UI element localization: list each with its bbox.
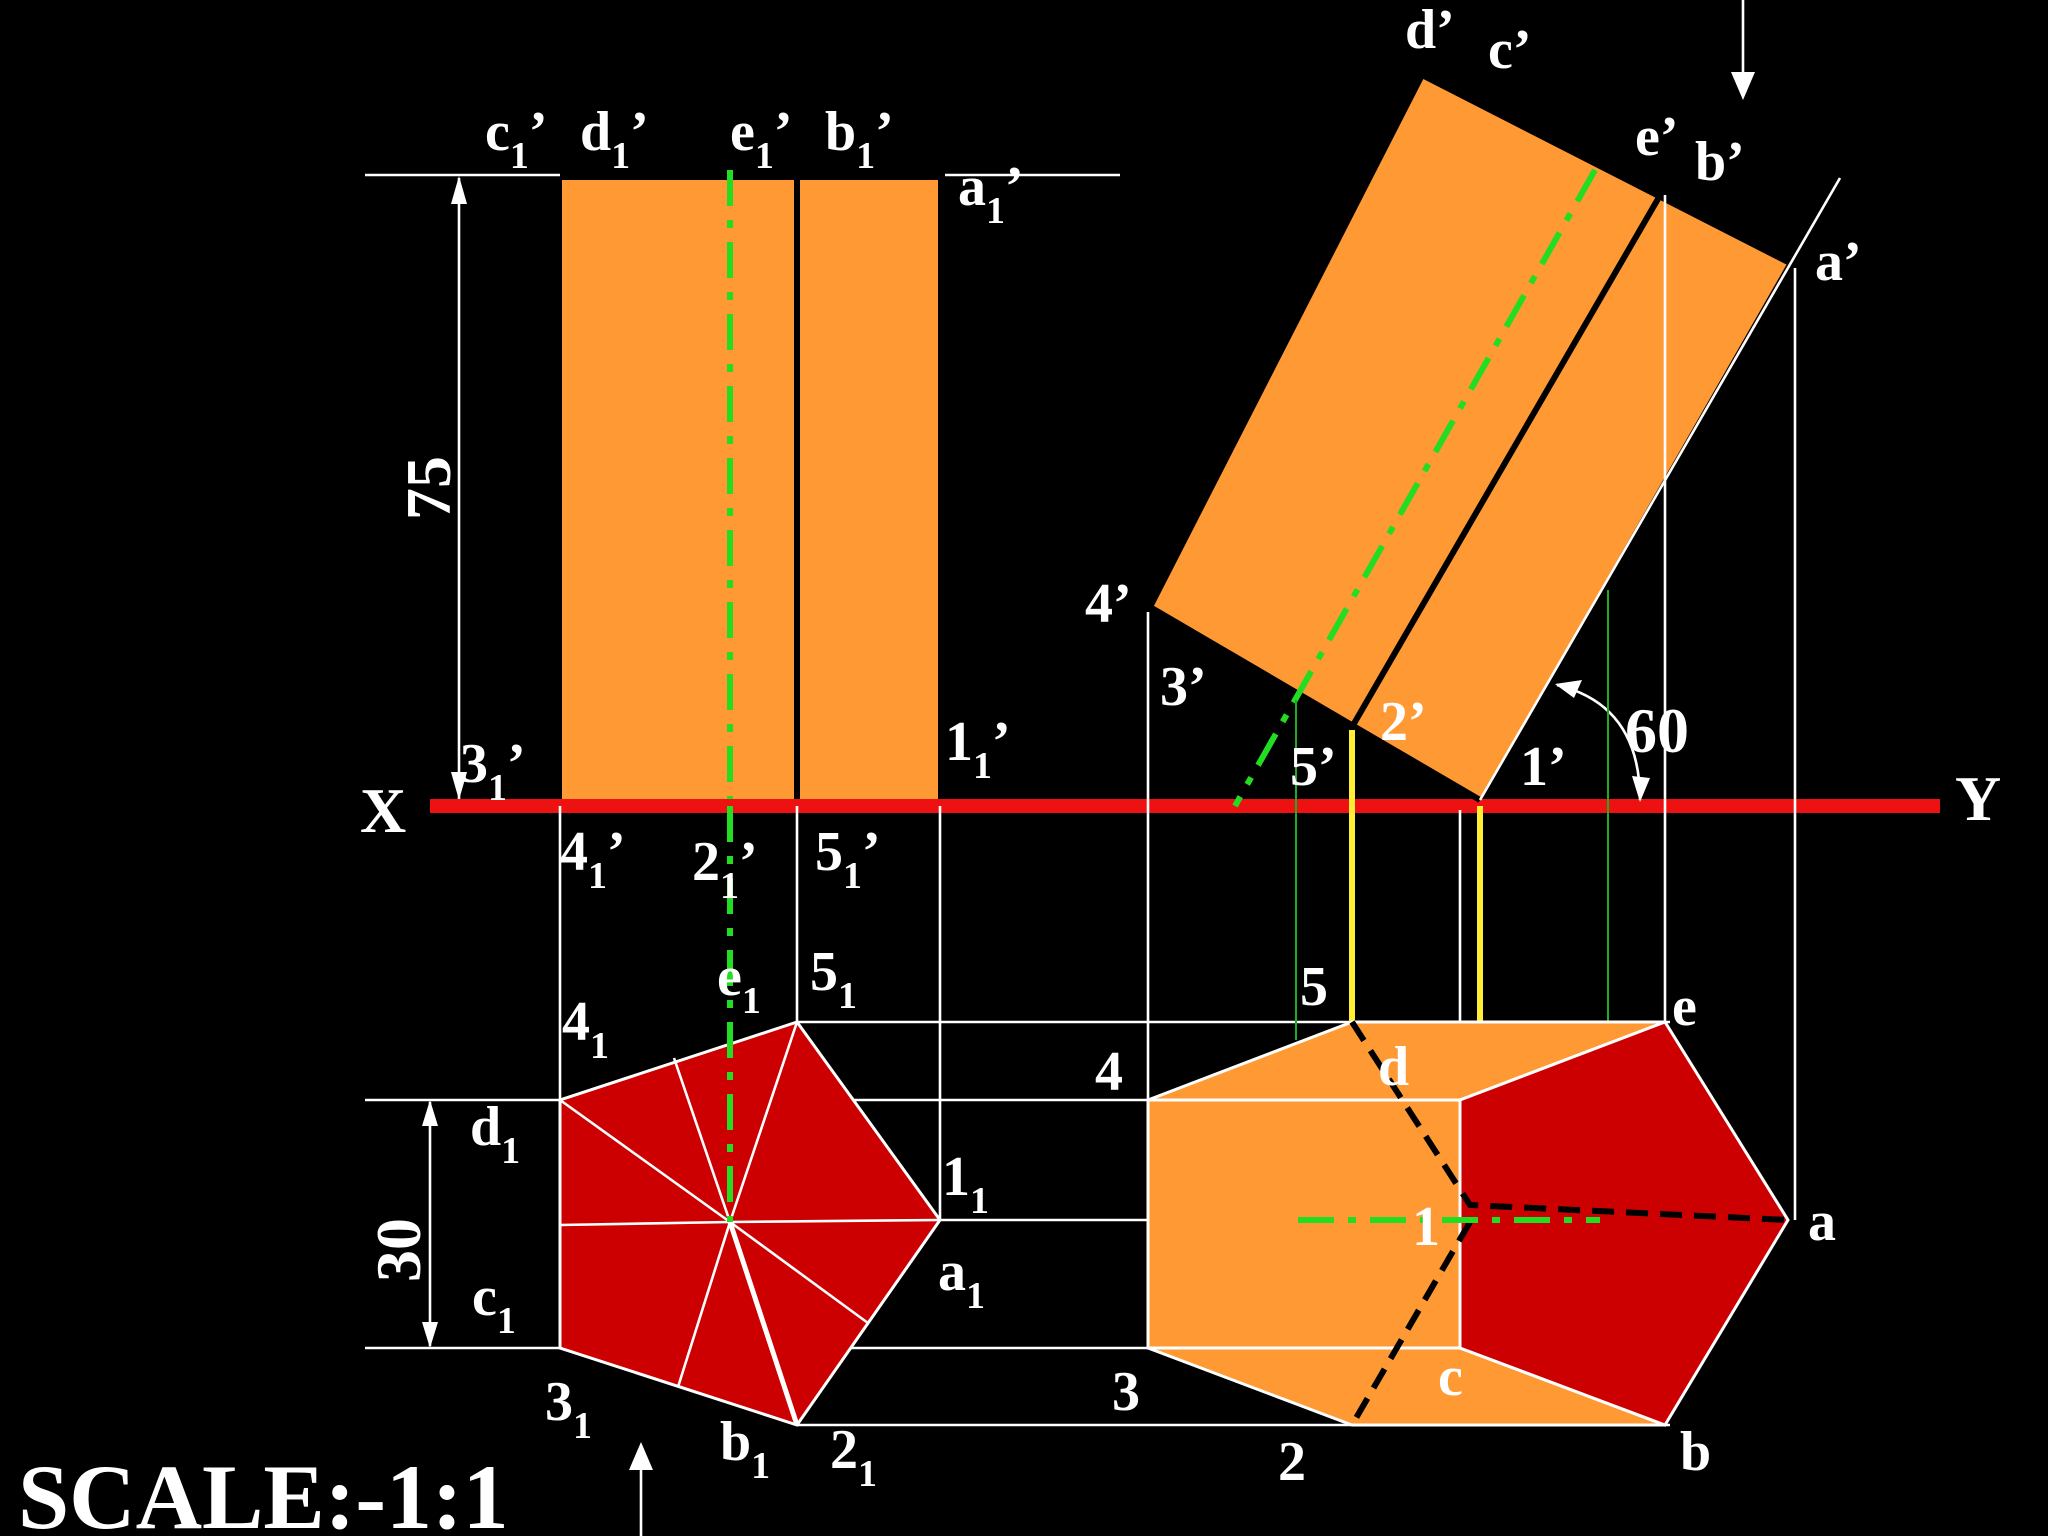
pentagon-divisions — [559, 1021, 941, 1388]
label-2-1: 21 — [830, 1419, 877, 1495]
label-5-prime: 5’ — [1290, 736, 1337, 798]
label-3-1-prime: 31’ — [460, 733, 526, 809]
tilted-extension-line — [1478, 177, 1842, 801]
label-3-prime: 3’ — [1160, 656, 1207, 718]
pentagon-edge-2 — [727, 1221, 800, 1426]
labels-front-view-2: d’ c’ e’ b’ a’ 4’ 3’ 2’ 5’ 1’ 60 — [1085, 0, 1862, 798]
label-a: a — [1808, 1191, 1836, 1253]
label-4-prime: 4’ — [1085, 573, 1132, 635]
label-5-1-prime: 51’ — [815, 821, 881, 897]
label-a-prime: a’ — [1815, 231, 1862, 293]
label-4-1: 41 — [562, 991, 609, 1067]
label-e1: e1 — [717, 946, 761, 1022]
label-e: e — [1672, 976, 1697, 1038]
labels-top-view-2: 5 e 4 d 1 a 3 c 2 b — [1095, 956, 1836, 1493]
label-d1-prime: d1’ — [580, 101, 649, 177]
label-1-1: 11 — [942, 1146, 989, 1222]
top-pentagon-end — [1458, 1020, 1790, 1427]
label-a1-prime: a1’ — [958, 156, 1024, 232]
label-2-prime: 2’ — [1380, 691, 1427, 753]
view-direction-arrow-up-icon — [629, 1442, 653, 1470]
front-view-upright: 75 — [365, 170, 1120, 805]
hidden-edge-upper — [1349, 1020, 1789, 1223]
label-b1-prime: b1’ — [825, 101, 894, 177]
angle-dimension-label: 60 — [1625, 695, 1689, 766]
hidden-edge-lower — [1349, 1220, 1473, 1427]
label-d: d — [1378, 1036, 1409, 1098]
label-b-prime: b’ — [1695, 131, 1745, 193]
angle-arrow-icon — [1632, 776, 1650, 802]
angle-arrow-icon — [1555, 680, 1582, 698]
labels-front-view-1: c1’ d1’ e1’ b1’ a1’ 31’ 11’ 41’ 21’ 51’ — [460, 101, 1024, 907]
dimension-arrow-up-icon — [451, 176, 467, 204]
label-c-prime: c’ — [1488, 19, 1532, 81]
top-view-tilted — [1146, 195, 1797, 1427]
tilted-top-edge — [1420, 72, 1790, 265]
axis-y-label: Y — [1955, 763, 2001, 834]
label-2-1-prime: 21’ — [692, 831, 758, 907]
dimension-arrow-up-icon — [422, 1100, 438, 1126]
dimension-arrow-down-icon — [451, 772, 467, 800]
label-a1: a1 — [938, 1241, 985, 1317]
front-face-right — [800, 180, 938, 800]
tilted-edge-d — [1147, 73, 1425, 609]
label-d1: d1 — [470, 1096, 520, 1172]
top-view-pentagon: 30 — [363, 806, 1670, 1427]
label-5: 5 — [1300, 956, 1328, 1018]
label-3: 3 — [1112, 1361, 1140, 1423]
dimension-arrow-down-icon — [422, 1322, 438, 1348]
tilted-edge-e — [1349, 190, 1665, 729]
label-1: 1 — [1412, 1196, 1440, 1258]
label-4: 4 — [1095, 1041, 1123, 1103]
label-c1: c1 — [472, 1266, 516, 1342]
label-c1-prime: c1’ — [485, 101, 548, 177]
label-b: b — [1680, 1421, 1711, 1483]
label-d-prime: d’ — [1405, 0, 1455, 61]
label-5-1: 51 — [810, 941, 857, 1017]
width-dimension-label: 30 — [363, 1218, 434, 1282]
label-3-1: 31 — [545, 1371, 592, 1447]
front-view-tilted — [1147, 0, 1842, 808]
label-e-prime: e’ — [1635, 106, 1679, 168]
label-1-1-prime: 11’ — [945, 711, 1011, 787]
tilted-prism — [1150, 75, 1788, 800]
label-e1-prime: e1’ — [730, 101, 793, 177]
label-b1: b1 — [720, 1411, 770, 1487]
height-dimension-label: 75 — [393, 456, 464, 520]
label-2: 2 — [1278, 1431, 1306, 1493]
tilted-bottom-edge — [1148, 604, 1482, 803]
scale-label: SCALE:-1:1 — [18, 1446, 509, 1536]
front-face-left — [562, 180, 794, 800]
view-direction-arrow-icon — [1731, 72, 1755, 100]
labels-top-view-1: e1 51 41 d1 11 a1 c1 31 b1 21 — [470, 941, 989, 1495]
label-4-1-prime: 41’ — [560, 821, 626, 897]
label-1-prime: 1’ — [1520, 736, 1567, 798]
label-c: c — [1438, 1346, 1463, 1408]
axis-x-label: X — [360, 775, 406, 846]
